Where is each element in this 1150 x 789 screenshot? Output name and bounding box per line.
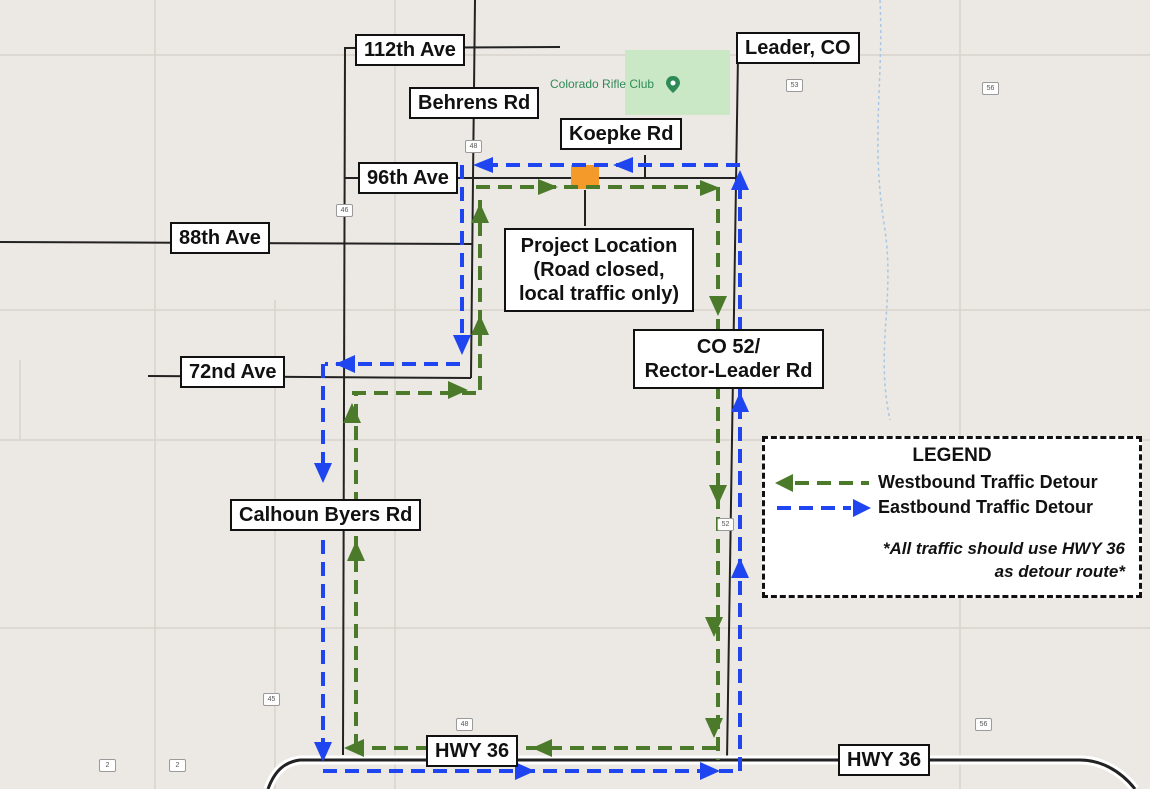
eastbound-line-icon <box>777 499 871 517</box>
westbound-arrow-icon <box>538 179 558 195</box>
westbound-arrow-icon <box>709 485 727 505</box>
road-label-112th-ave: 112th Ave <box>355 34 465 66</box>
legend-title: LEGEND <box>912 445 992 466</box>
legend-westbound-row: Westbound Traffic Detour <box>773 471 1135 495</box>
road-label-behrens-rd: Behrens Rd <box>409 87 540 119</box>
eastbound-arrow-icon <box>731 392 749 412</box>
route-shield: 48 <box>456 718 473 731</box>
eastbound-arrow-icon <box>731 558 749 578</box>
route-shield: 2 <box>99 759 116 772</box>
westbound-arrow-icon <box>705 617 723 637</box>
river <box>877 0 891 421</box>
westbound-arrow-icon <box>700 180 720 196</box>
westbound-arrow-icon <box>344 739 364 757</box>
eastbound-arrow-icon <box>335 355 355 373</box>
road-label-co-52: CO 52/ Rector-Leader Rd <box>633 329 824 389</box>
hwy-36-road <box>266 758 1137 789</box>
legend-eastbound-label: Eastbound Traffic Detour <box>878 497 1094 517</box>
town-label-leader: Leader, CO <box>736 32 860 64</box>
route-shield: 53 <box>786 79 803 92</box>
eastbound-arrows <box>314 157 749 780</box>
eastbound-arrow-icon <box>473 157 493 173</box>
road-label-koepke-rd: Koepke Rd <box>560 118 683 150</box>
route-shield: 2 <box>169 759 186 772</box>
eastbound-arrow-icon <box>314 742 332 762</box>
eastbound-arrow-icon <box>613 157 633 173</box>
legend-westbound-label: Westbound Traffic Detour <box>878 472 1098 492</box>
eastbound-arrow-icon <box>314 463 332 483</box>
eastbound-arrow-icon <box>731 170 749 190</box>
road-label-calhoun-byers-rd: Calhoun Byers Rd <box>230 499 422 531</box>
eastbound-arrow-icon <box>453 335 471 355</box>
eastbound-arrow-icon <box>700 762 720 780</box>
project-location-label: Project Location (Road closed, local tra… <box>504 228 694 312</box>
legend-note: *All traffic should use HWY 36 as detour… <box>882 539 1125 581</box>
westbound-arrow-icon <box>709 296 727 316</box>
westbound-arrow-icon <box>532 739 552 757</box>
road-label-hwy-36-west: HWY 36 <box>426 735 519 767</box>
road-label-72nd-ave: 72nd Ave <box>180 356 286 388</box>
westbound-arrows <box>343 179 727 757</box>
route-shield: 46 <box>336 204 353 217</box>
map-pin-icon <box>666 76 680 93</box>
westbound-line-icon <box>775 474 869 492</box>
poi-label: Colorado Rifle Club <box>550 77 655 91</box>
legend-eastbound-row: Eastbound Traffic Detour <box>773 496 1135 520</box>
eastbound-arrow-icon <box>515 762 535 780</box>
westbound-arrow-icon <box>471 203 489 223</box>
westbound-arrow-icon <box>705 718 723 738</box>
westbound-arrow-icon <box>343 403 361 423</box>
westbound-arrow-icon <box>448 381 468 399</box>
route-shield: 56 <box>982 82 999 95</box>
road-label-hwy-36-east: HWY 36 <box>838 744 931 776</box>
route-shield: 48 <box>465 140 482 153</box>
road-label-88th-ave: 88th Ave <box>170 222 270 254</box>
route-shield: 45 <box>263 693 280 706</box>
route-shield: 56 <box>975 718 992 731</box>
route-shield: 52 <box>717 518 734 531</box>
legend-box: LEGEND Westbound Traffic Detour Eastboun… <box>762 436 1142 598</box>
westbound-arrow-icon <box>471 315 489 335</box>
road-label-96th-ave: 96th Ave <box>358 162 458 194</box>
westbound-arrow-icon <box>347 541 365 561</box>
